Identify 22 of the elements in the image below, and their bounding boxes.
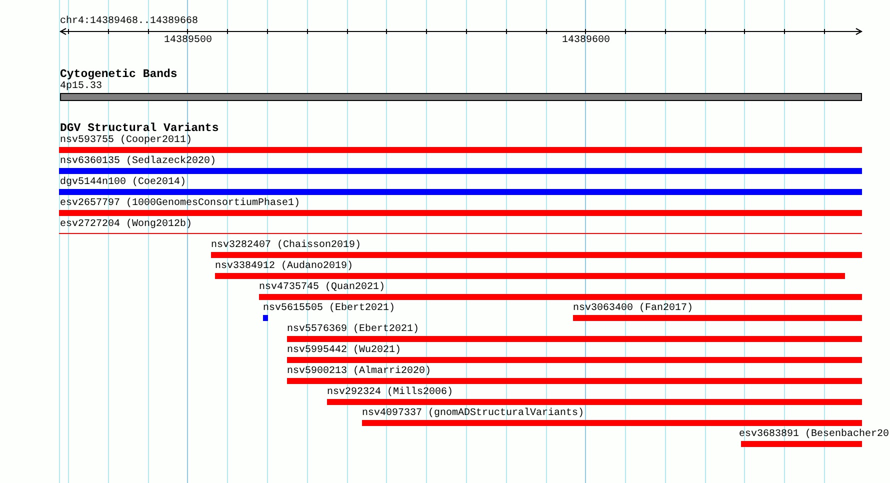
variant-label: esv2657797 (1000GenomesConsortiumPhase1) [60, 198, 300, 208]
variant-label: nsv5900213 (Almarri2020) [287, 366, 432, 376]
variant-label: nsv3282407 (Chaisson2019) [211, 240, 362, 250]
variant-label: nsv593755 (Cooper2011) [60, 134, 192, 146]
variant-label: nsv5995442 (Wu2021) [287, 344, 402, 356]
track-title: Cytogenetic Bands [60, 68, 178, 80]
variant-label: nsv3384912 (Audano2019) [215, 260, 354, 272]
variant-label: dgv5144n100 (Coe2014) [60, 176, 186, 188]
variant-label: esv2727204 (Wong2012b) [60, 218, 192, 230]
tick-label: 14389600 [562, 34, 610, 46]
region-coordinates: chr4:14389468..14389668 [60, 16, 198, 26]
variant-label: nsv5615505 (Ebert2021) [263, 302, 396, 314]
band-label: 4p15.33 [60, 80, 102, 92]
variant-label: nsv292324 (Mills2006) [327, 386, 454, 398]
variant-label: nsv4097337 (gnomADStructuralVariants) [362, 408, 584, 418]
variant-label: nsv6360135 (Sedlazeck2020) [60, 156, 216, 166]
variant-label: nsv4735745 (Quan2021) [259, 282, 386, 292]
variant-label: esv3683891 (Besenbacher20 [739, 428, 890, 440]
variant-label: nsv5576369 (Ebert2021) [287, 324, 420, 334]
tick-label: 14389500 [164, 34, 212, 46]
track-title: DGV Structural Variants [60, 122, 219, 134]
variant-label: nsv3063400 (Fan2017) [573, 302, 694, 314]
